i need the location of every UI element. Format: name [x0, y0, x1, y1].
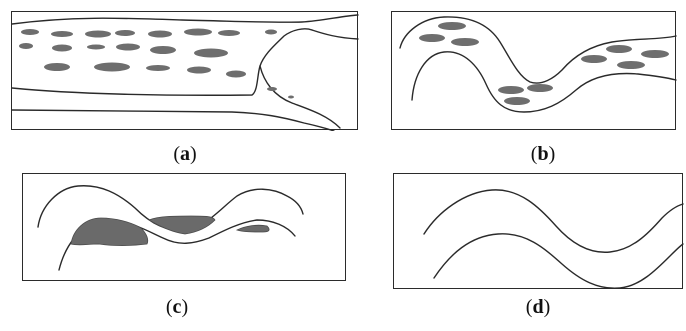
droplet [150, 46, 176, 54]
droplet [527, 84, 553, 92]
droplet [288, 96, 294, 99]
caption-letter: b [537, 143, 548, 165]
caption-letter: d [532, 296, 543, 318]
oil-film [71, 218, 148, 246]
droplet [606, 45, 632, 53]
droplet [85, 31, 111, 38]
caption-b: (b) [513, 143, 573, 166]
droplet [146, 65, 170, 71]
droplet [265, 30, 277, 35]
caption-close: ) [181, 296, 188, 318]
droplet [438, 22, 466, 30]
droplet [641, 50, 669, 58]
pore-wall-line [312, 30, 358, 39]
caption-letter: a [180, 143, 190, 165]
panel-b-diagram [392, 12, 677, 131]
droplet [187, 67, 211, 74]
oil-film [237, 225, 269, 232]
caption-c: (c) [147, 296, 207, 319]
droplet [451, 38, 479, 46]
lower-wall-line [434, 234, 683, 288]
droplet [498, 86, 524, 94]
panel-a-diagram [12, 12, 359, 131]
panel-b [391, 11, 676, 130]
droplet [87, 45, 105, 50]
droplet [267, 87, 277, 91]
droplet [51, 31, 73, 37]
droplet [94, 63, 130, 72]
panel-c [22, 173, 346, 281]
caption-open: ( [166, 296, 173, 318]
panel-a [11, 11, 358, 130]
lower-wall-line [12, 29, 312, 95]
droplet [44, 63, 70, 71]
panel-c-diagram [23, 174, 347, 282]
droplet [184, 29, 212, 36]
droplet [19, 43, 33, 49]
droplet [148, 31, 172, 38]
caption-a: (a) [155, 143, 215, 166]
caption-close: ) [190, 143, 197, 165]
droplet [226, 71, 246, 78]
droplet [194, 49, 228, 58]
droplet [218, 30, 240, 36]
caption-open: ( [173, 143, 180, 165]
droplet [504, 97, 530, 105]
droplet [617, 61, 645, 69]
caption-close: ) [544, 296, 551, 318]
droplet [115, 30, 135, 36]
panel-d-diagram [394, 174, 684, 290]
droplet [581, 55, 607, 63]
caption-close: ) [549, 143, 556, 165]
droplet [116, 44, 140, 51]
droplet [21, 29, 39, 35]
panel-d [393, 173, 683, 289]
oil-film [149, 216, 215, 234]
droplet [419, 34, 445, 42]
bottom-boundary-line [12, 110, 334, 131]
upper-wall-line [12, 15, 358, 24]
caption-d: (d) [508, 296, 568, 319]
upper-wall-line [424, 190, 683, 252]
throat-wall-line [260, 66, 340, 128]
droplet [52, 45, 72, 52]
